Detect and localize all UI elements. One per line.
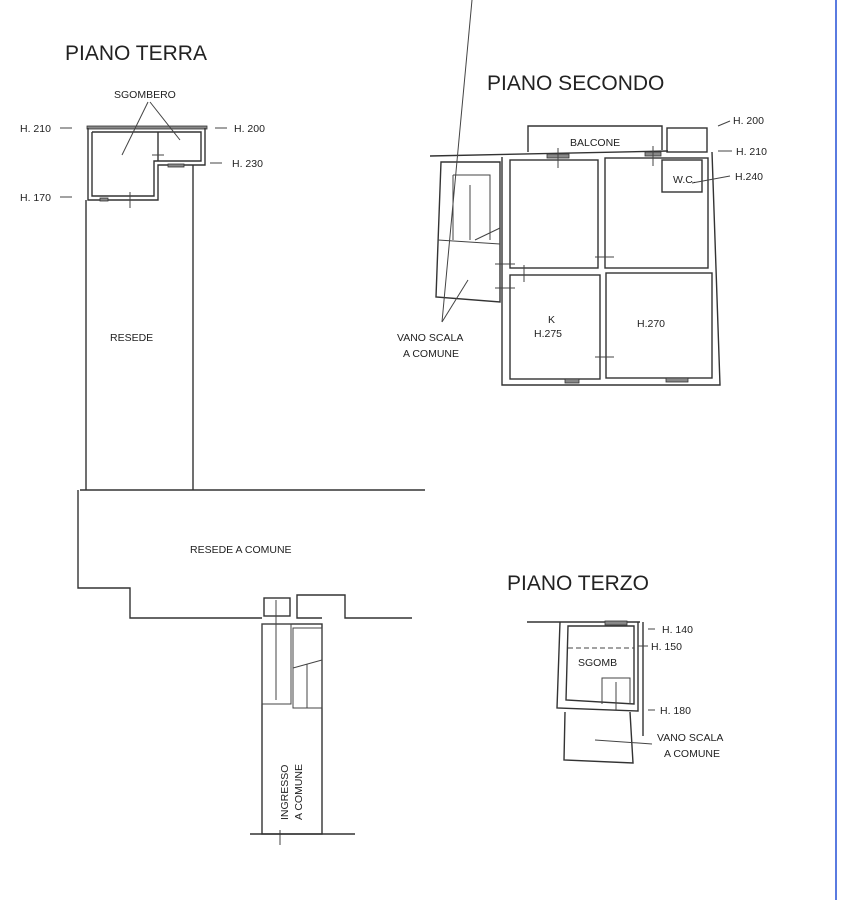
second-height-3: H.240 [735,171,763,183]
entrance-label-1: INGRESSO [279,765,291,820]
entrance-label-2: A COMUNE [293,764,305,820]
second-floor-title: PIANO SECONDO [487,72,664,95]
kitchen-height: H.275 [534,328,562,340]
wc-label: W.C. [673,174,696,186]
ground-floor-plan [60,101,425,845]
third-stair-label-2: A COMUNE [664,748,720,760]
ground-storage-label: SGOMBERO [114,89,176,101]
ground-height-3: H. 230 [232,158,263,170]
second-stair-label-1: VANO SCALA [397,332,463,344]
ground-height-2: H. 200 [234,123,265,135]
third-height-2: H. 150 [651,641,682,653]
second-height-1: H. 200 [733,115,764,127]
room-height: H.270 [637,318,665,330]
third-floor-title: PIANO TERZO [507,572,649,595]
yard-label: RESEDE [110,332,153,344]
second-height-2: H. 210 [736,146,767,158]
ground-height-1: H. 210 [20,123,51,135]
ground-floor-title: PIANO TERRA [65,42,207,65]
third-storage-label: SGOMB [578,657,617,669]
third-stair-label-1: VANO SCALA [657,732,723,744]
second-floor-plan [429,0,732,386]
third-floor-plan [527,620,655,764]
shared-yard-label: RESEDE A COMUNE [190,544,292,556]
kitchen-label: K [548,314,555,326]
balcony-label: BALCONE [570,137,620,149]
third-height-3: H. 180 [660,705,691,717]
ground-height-4: H. 170 [20,192,51,204]
second-stair-label-2: A COMUNE [403,348,459,360]
third-height-1: H. 140 [662,624,693,636]
